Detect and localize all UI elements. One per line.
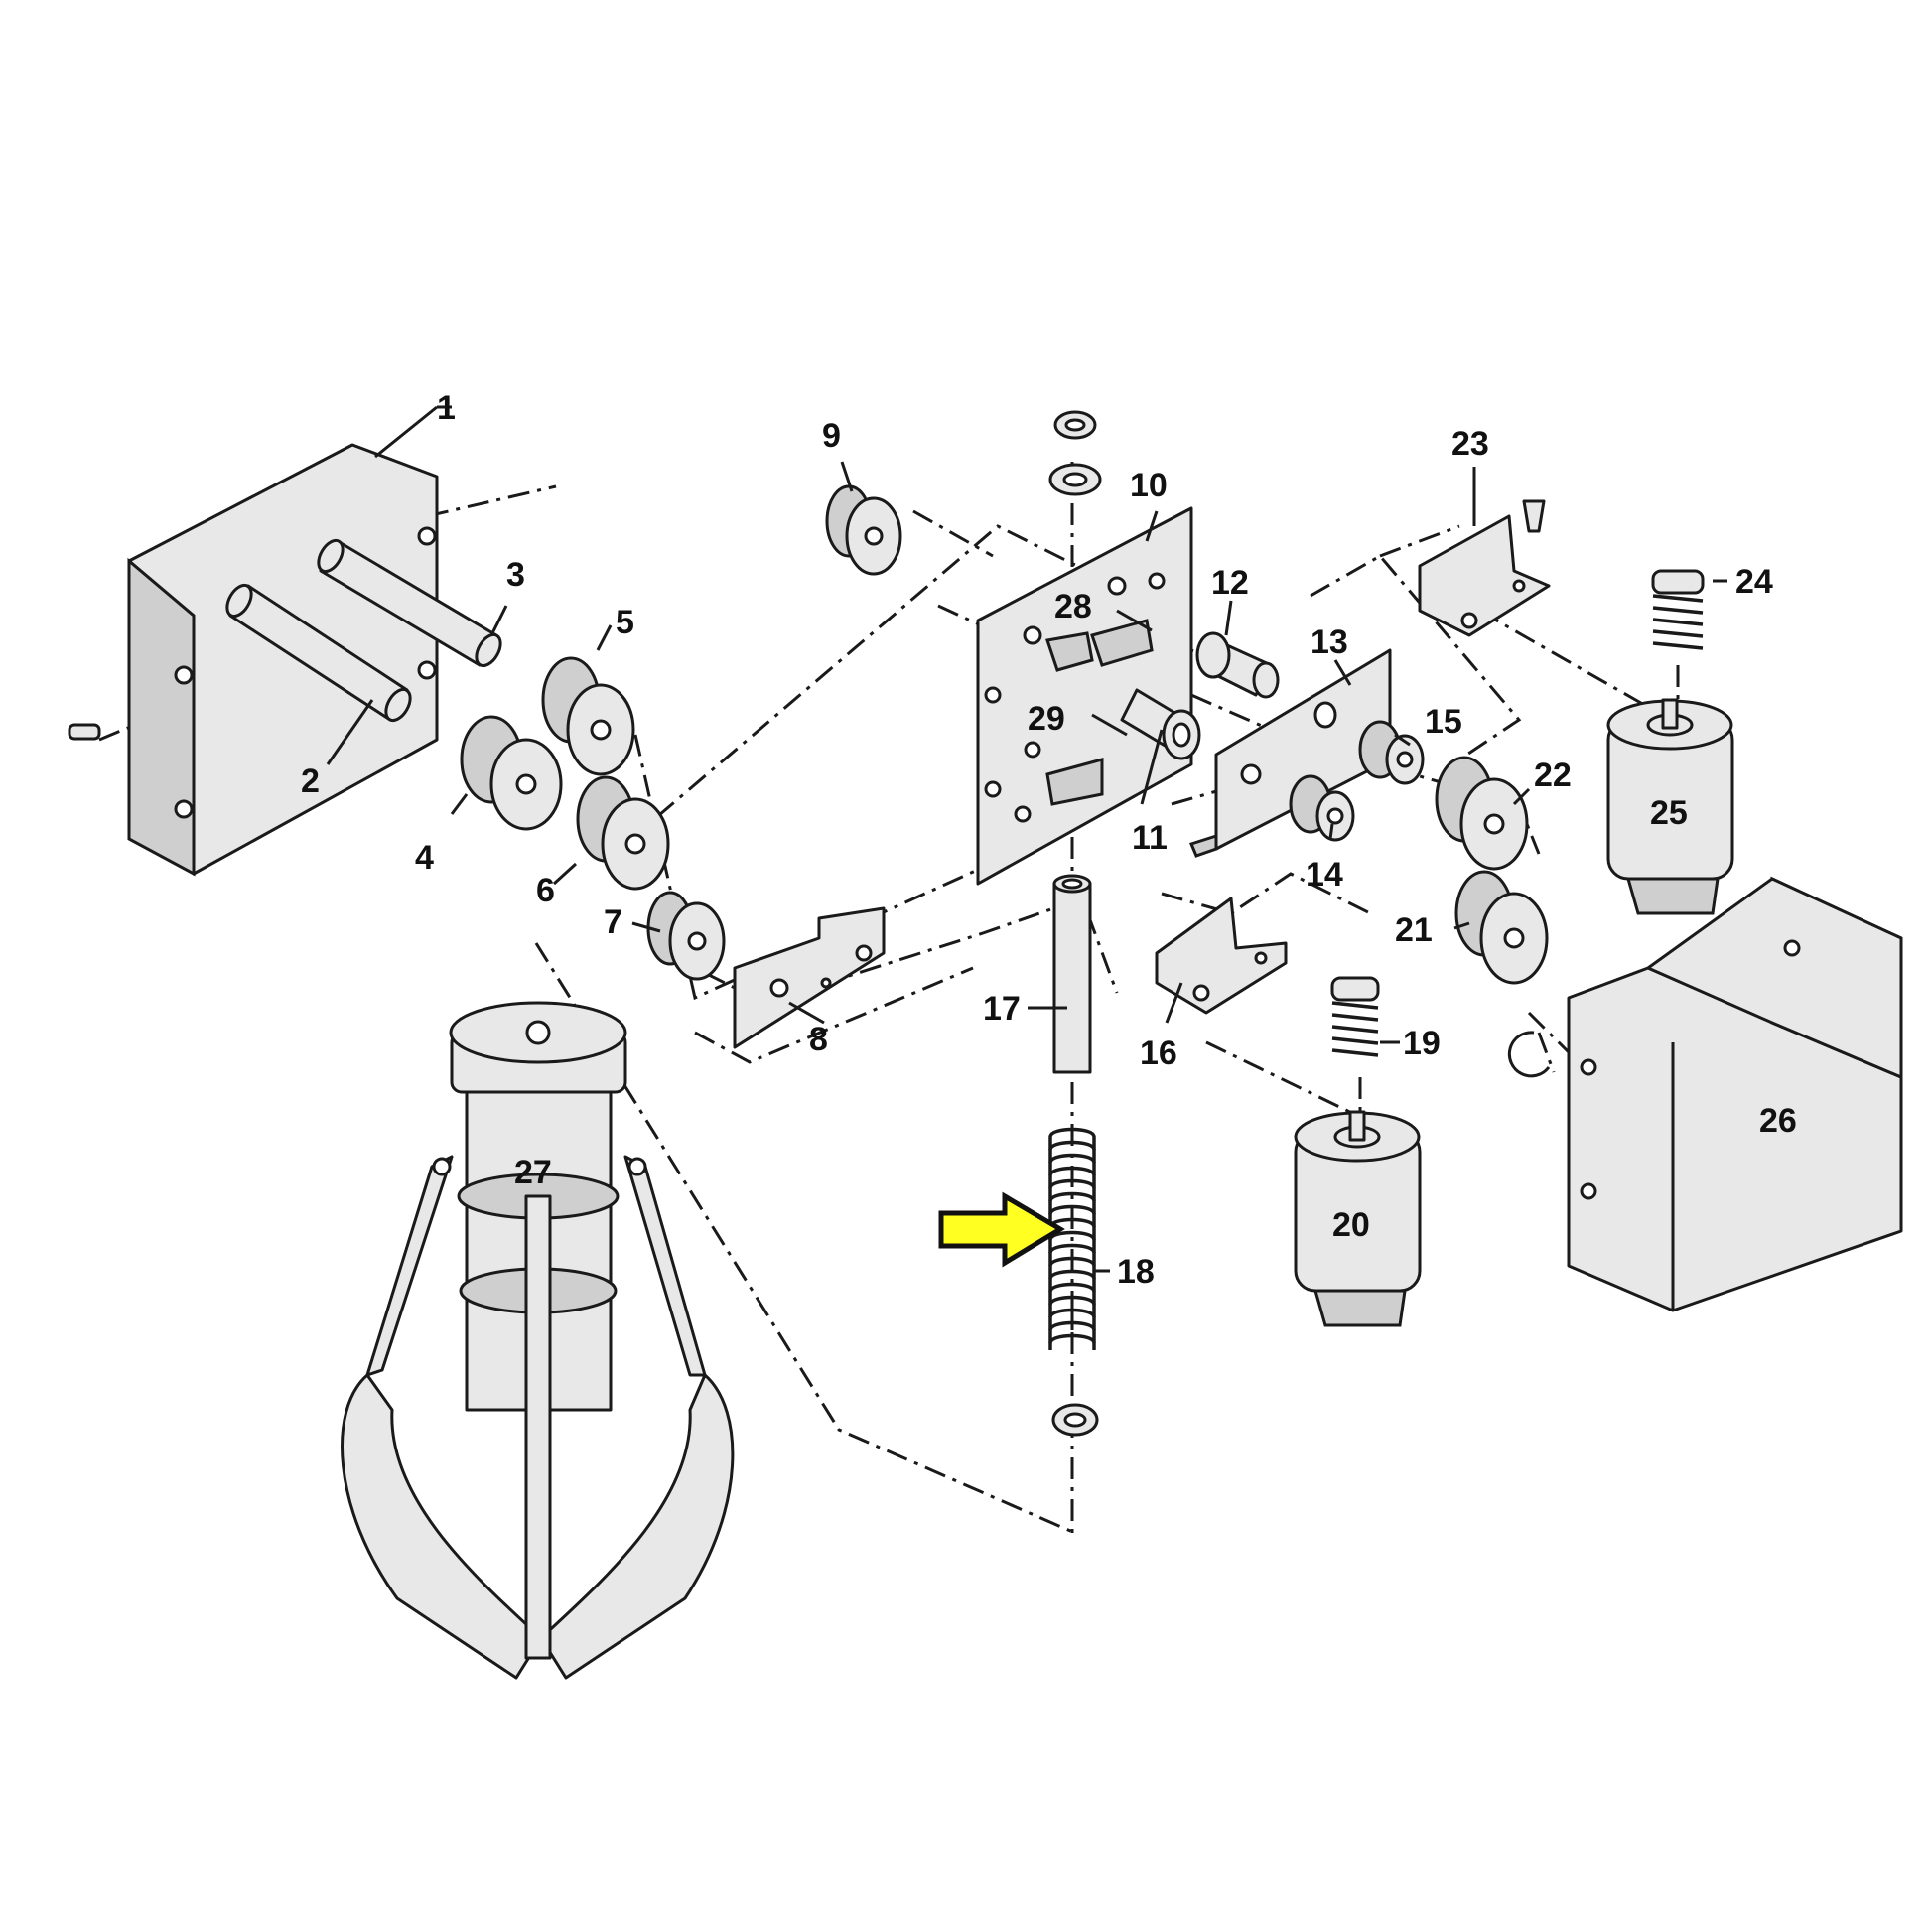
callout-8: 8 [809,1021,828,1058]
part-16-bracket [1155,897,1288,1015]
callout-1: 1 [437,389,456,427]
callout-15: 15 [1425,703,1462,741]
callout-2: 2 [301,762,320,800]
callout-17: 17 [983,990,1021,1028]
callout-20: 20 [1332,1206,1370,1244]
right-arrow-icon [938,1191,1065,1268]
washer-top [1048,463,1102,496]
part-11-sleeve [1120,688,1201,760]
callout-12: 12 [1211,564,1249,602]
callout-24: 24 [1735,563,1773,601]
part-8-plate [733,906,886,1049]
retaining-ring-bottom [1051,1403,1099,1437]
part-14-gear [1289,774,1355,842]
part-27-claw [341,1001,735,1680]
part-17-shaft [1052,874,1092,1074]
callout-5: 5 [616,604,634,641]
callout-14: 14 [1306,856,1343,894]
callout-6: 6 [536,872,555,909]
part-18-spring [1048,1127,1096,1350]
part-15-gear [1358,720,1425,785]
part-3-shaft [317,538,502,668]
callout-9: 9 [822,417,841,455]
callout-3: 3 [506,556,525,594]
part-26-cover [1567,876,1903,1312]
part-20-motor [1294,1110,1422,1327]
part-7-pulley [646,891,726,981]
part-4-pulley [460,715,563,831]
callout-labels: 1 2 3 4 5 6 7 8 9 10 11 12 13 14 15 16 1… [301,389,1797,1291]
callout-27: 27 [514,1154,552,1191]
callout-19: 19 [1403,1025,1441,1062]
callout-26: 26 [1759,1102,1797,1140]
part-5-pulley [541,656,635,776]
part-21-pulley [1454,870,1549,985]
part-6-pulley [576,775,670,891]
part-25-motor [1606,698,1734,915]
callout-25: 25 [1650,794,1688,832]
callout-29: 29 [1028,700,1065,738]
part-23-bracket [1418,499,1551,637]
part-12-bushing [1195,631,1280,699]
callout-21: 21 [1395,911,1433,949]
callout-13: 13 [1311,623,1348,661]
part-13-plate [1188,648,1392,858]
part-29-bracket [1045,758,1104,806]
part-28-bracket [1045,619,1154,672]
callout-18: 18 [1117,1253,1155,1291]
callout-22: 22 [1534,757,1572,794]
callout-4: 4 [415,839,434,877]
part-9-pulley [825,484,902,576]
part-10-main-plate [976,506,1193,886]
retaining-ring-top [1053,410,1097,440]
callout-28: 28 [1054,588,1092,625]
callout-7: 7 [604,903,622,941]
part-2-shaft [225,583,412,723]
part-1-left-bracket [68,443,439,877]
callout-leaders [326,405,1727,1330]
callout-16: 16 [1140,1035,1177,1072]
part-22-pulley [1435,756,1529,871]
part-24-spring [1651,569,1705,650]
callout-11: 11 [1132,819,1168,857]
part-19-spring [1330,976,1380,1057]
callout-10: 10 [1130,467,1168,504]
retaining-ring-small [1507,1031,1551,1078]
callout-23: 23 [1451,425,1489,463]
